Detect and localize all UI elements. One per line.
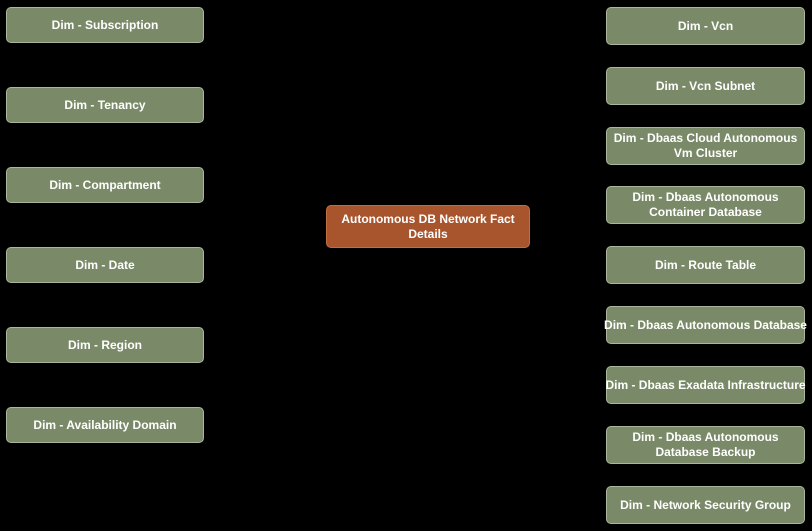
node-label: Dim - Dbaas Autonomous Database — [604, 317, 807, 332]
dim-node-vcn-subnet[interactable]: Dim - Vcn Subnet — [606, 67, 805, 105]
dim-node-date[interactable]: Dim - Date — [6, 247, 204, 283]
node-label: Dim - Vcn Subnet — [655, 78, 756, 93]
dim-node-network-security-group[interactable]: Dim - Network Security Group — [606, 486, 805, 524]
dim-node-region[interactable]: Dim - Region — [6, 327, 204, 363]
node-label: Dim - Dbaas Autonomous Database Backup — [632, 430, 779, 459]
dim-node-tenancy[interactable]: Dim - Tenancy — [6, 87, 204, 123]
dim-node-subscription[interactable]: Dim - Subscription — [6, 7, 204, 43]
node-label: Dim - Date — [75, 257, 135, 272]
dim-node-availability-domain[interactable]: Dim - Availability Domain — [6, 407, 204, 443]
node-label: Dim - Vcn — [677, 18, 734, 33]
node-label: Dim - Tenancy — [64, 97, 146, 112]
node-label: Dim - Compartment — [49, 177, 161, 192]
node-label: Dim - Region — [68, 337, 142, 352]
node-label: Autonomous DB Network Fact Details — [341, 211, 515, 241]
dim-node-dbaas-autonomous-container-database[interactable]: Dim - Dbaas Autonomous Container Databas… — [606, 186, 805, 224]
dim-node-dbaas-cloud-autonomous-vm-cluster[interactable]: Dim - Dbaas Cloud Autonomous Vm Cluster — [606, 127, 805, 165]
dim-node-route-table[interactable]: Dim - Route Table — [606, 246, 805, 284]
dim-node-vcn[interactable]: Dim - Vcn — [606, 7, 805, 45]
dim-node-dbaas-autonomous-database-backup[interactable]: Dim - Dbaas Autonomous Database Backup — [606, 426, 805, 464]
dim-node-dbaas-exadata-infrastructure[interactable]: Dim - Dbaas Exadata Infrastructure — [605, 366, 806, 404]
node-label: Dim - Dbaas Autonomous Container Databas… — [632, 190, 779, 219]
node-label: Dim - Route Table — [654, 257, 757, 272]
dim-node-dbaas-autonomous-database[interactable]: Dim - Dbaas Autonomous Database — [604, 306, 807, 344]
node-label: Dim - Dbaas Cloud Autonomous Vm Cluster — [613, 131, 798, 160]
dim-node-compartment[interactable]: Dim - Compartment — [6, 167, 204, 203]
fact-node-autonomous-db-network[interactable]: Autonomous DB Network Fact Details — [326, 205, 530, 248]
node-label: Dim - Subscription — [51, 17, 159, 32]
node-label: Dim - Network Security Group — [620, 497, 791, 512]
node-label: Dim - Availability Domain — [33, 417, 177, 432]
node-label: Dim - Dbaas Exadata Infrastructure — [605, 377, 806, 392]
